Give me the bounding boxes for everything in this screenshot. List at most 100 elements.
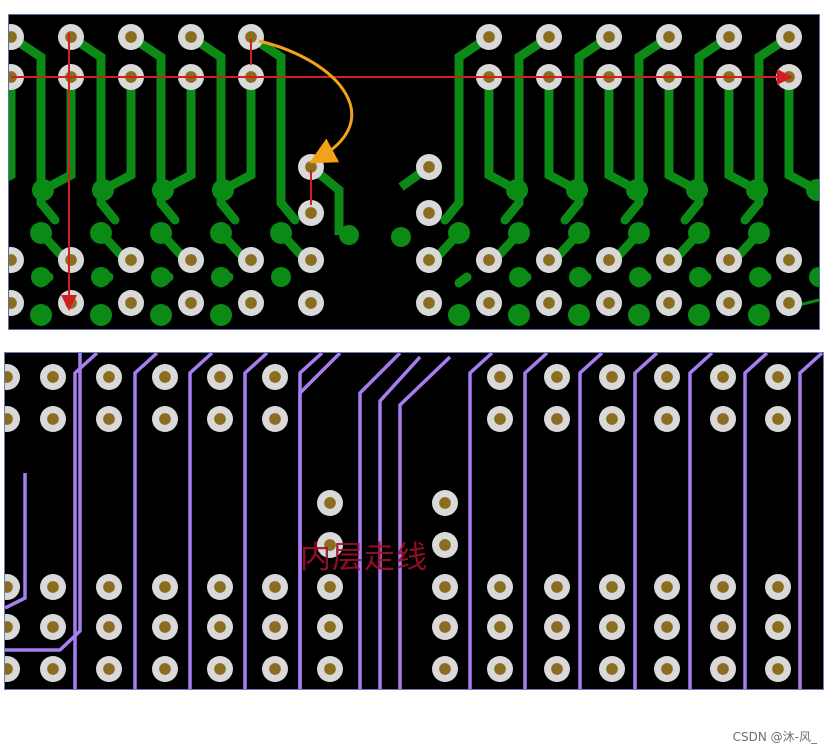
inner-trace	[5, 473, 27, 610]
via-dot	[688, 304, 710, 326]
via-pad	[118, 247, 144, 273]
inner-trace	[523, 353, 549, 689]
pad-hole	[214, 663, 226, 675]
pad-hole	[663, 31, 675, 43]
pad-hole	[494, 581, 506, 593]
via-pad	[317, 656, 343, 682]
via-pad	[487, 656, 513, 682]
via-pad	[487, 406, 513, 432]
pad-hole	[324, 581, 336, 593]
pad-hole	[245, 297, 257, 309]
top-layer-panel	[8, 14, 820, 330]
pad-hole	[603, 254, 615, 266]
pad-hole	[65, 31, 77, 43]
via-pad	[5, 656, 20, 682]
trace	[66, 32, 120, 225]
trace	[434, 228, 464, 260]
pad-hole	[606, 413, 618, 425]
via-pad	[96, 406, 122, 432]
pad-hole	[159, 371, 171, 383]
pad-hole	[439, 497, 451, 509]
via-pad	[317, 614, 343, 640]
via-pad	[416, 200, 442, 226]
pad-hole	[603, 297, 615, 309]
via-dot	[508, 304, 530, 326]
via-pad	[262, 574, 288, 600]
via-pad	[317, 532, 343, 558]
pad-hole	[551, 413, 563, 425]
via-pad	[178, 290, 204, 316]
pad-hole	[5, 581, 13, 593]
pad-hole	[543, 297, 555, 309]
via-pad	[96, 364, 122, 390]
via-dot	[271, 267, 291, 287]
via-pad	[476, 247, 502, 273]
via-pad	[487, 574, 513, 600]
via-pad	[152, 364, 178, 390]
pad-hole	[661, 413, 673, 425]
via-pad	[716, 24, 742, 50]
pad-hole	[159, 581, 171, 593]
inner-trace	[358, 353, 402, 689]
pad-hole	[185, 31, 197, 43]
via-pad	[262, 364, 288, 390]
via-pad	[207, 574, 233, 600]
via-pad	[238, 247, 264, 273]
inner-layer-label: 内层走线	[300, 540, 428, 576]
via-pad	[536, 290, 562, 316]
purple-traces	[5, 353, 823, 689]
via-pad	[654, 364, 680, 390]
inner-trace	[578, 353, 604, 689]
trace	[484, 72, 522, 195]
trace	[440, 32, 494, 225]
trace	[98, 72, 136, 195]
pad-hole	[494, 371, 506, 383]
pad-hole	[772, 413, 784, 425]
pad-hole	[717, 621, 729, 633]
pad-hole	[606, 663, 618, 675]
pad-hole	[324, 497, 336, 509]
trace	[554, 228, 584, 260]
inner-trace	[188, 353, 214, 689]
via-dot	[748, 304, 770, 326]
pad-hole	[783, 31, 795, 43]
watermark: CSDN @沐-风_	[732, 730, 817, 744]
via-pad	[432, 490, 458, 516]
pad-hole	[103, 371, 115, 383]
via-pad	[656, 24, 682, 50]
trace	[246, 32, 300, 225]
via-pad	[152, 656, 178, 682]
trace	[500, 32, 554, 225]
via-pad	[178, 247, 204, 273]
trace	[158, 72, 196, 195]
pad-hole	[9, 31, 17, 43]
via-pad	[58, 290, 84, 316]
pad-hole	[439, 539, 451, 551]
pad-hole	[606, 371, 618, 383]
pad-hole	[439, 581, 451, 593]
via-pad	[656, 290, 682, 316]
pad-hole	[214, 621, 226, 633]
via-pad	[476, 290, 502, 316]
trace	[674, 228, 704, 260]
trace	[620, 32, 674, 225]
via-pad	[544, 656, 570, 682]
pad-hole	[159, 413, 171, 425]
routing-arrows	[11, 33, 793, 311]
via-dot	[806, 179, 819, 201]
via-dot	[391, 227, 411, 247]
via-pad	[207, 614, 233, 640]
via-pad	[432, 614, 458, 640]
pad-hole	[543, 254, 555, 266]
via-pad	[298, 247, 324, 273]
via-dot	[339, 225, 359, 245]
pad-hole	[269, 621, 281, 633]
via-pad	[599, 574, 625, 600]
trace	[680, 32, 734, 225]
via-pad	[599, 406, 625, 432]
inner-trace	[468, 353, 494, 689]
pad-hole	[723, 31, 735, 43]
pad-hole	[483, 31, 495, 43]
via-pad	[152, 614, 178, 640]
trace	[454, 272, 472, 288]
